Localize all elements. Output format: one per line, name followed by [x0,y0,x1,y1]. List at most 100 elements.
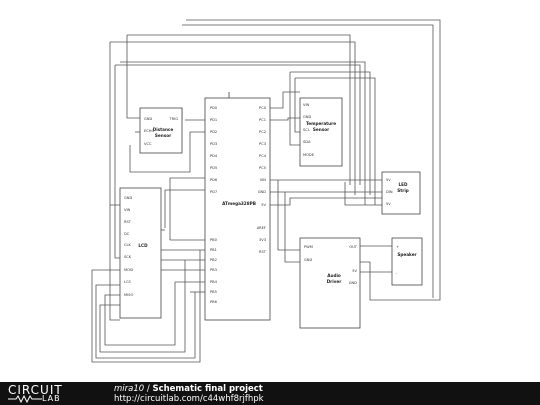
author-link[interactable]: mira10 [114,384,145,394]
circuitlab-logo[interactable]: CIRCUIT LAB [8,384,98,403]
mcu-pin-label: PD2 [210,130,217,134]
distance-pin-label: ECHO [144,129,154,133]
mcu-pin-label: VIN [260,178,267,182]
wire [169,177,205,240]
speaker-pin-label: - [396,271,398,275]
audio-driver-label-line2: Driver [327,279,343,284]
wire [289,72,300,146]
footer-bar: CIRCUIT LAB mira10 / Schematic final pro… [0,382,540,405]
lcd-pin-label: GND [124,196,132,200]
project-url[interactable]: http://circuitlab.com/c44whf8rjfhpk [114,394,264,404]
mcu-pin-label: AREF [257,226,266,230]
mcu-pin-label: PB1 [210,248,217,252]
logo-text-top: CIRCUIT [8,383,63,397]
wire [277,180,300,251]
distance-pin-label: VCC [144,142,152,146]
wire [182,24,434,298]
audio-pin-label: PWM [304,245,313,249]
temperature-label-line2: Sensor [313,127,330,132]
led-pin-label: 5V [386,178,391,182]
distance-pin-label: TRIG [168,117,178,121]
mcu-body[interactable] [204,97,271,321]
wire [295,77,376,205]
lcd-pin-label: DC [124,232,130,236]
mcu-pin-label: PC0 [259,106,267,110]
wire [109,205,120,321]
mcu-pin-label: 5V [261,203,266,207]
mcu-pin-label: PC3 [259,142,266,146]
speaker-label: Speaker [397,252,417,257]
temperature-pin-label: GND [303,115,311,119]
mcu-label: ATmega328PB [222,201,256,206]
lcd-body[interactable] [119,187,162,319]
mcu-pin-label: PC1 [259,118,266,122]
audio-pin-label: OUT [349,245,357,249]
lcd-pin-label: SCK [124,255,132,259]
temperature-pin-label: SDA [303,140,311,144]
wire [294,78,300,133]
temperature-sensor-body[interactable] [299,97,343,167]
wire [270,91,300,109]
mcu-pin-label: PB3 [210,268,217,272]
audio-driver-label-line1: Audio [327,273,341,278]
temperature-pin-label: MODE [303,153,315,157]
pin-labels: PD0PD1PD2PD3PD4PD5PD6PD7PB0PB1PB2PB3PB4P… [124,103,399,304]
wire [120,61,366,205]
mcu-pin-label: PD0 [210,106,218,110]
mcu-pin-label: PB0 [210,238,218,242]
lcd-pin-label: MISO [124,293,133,297]
speaker-body[interactable] [391,237,423,286]
schematic-canvas: PD0PD1PD2PD3PD4PD5PD6PD7PB0PB1PB2PB3PB4P… [91,19,441,363]
logo-text-bottom: LAB [42,394,61,403]
mcu-pin-label: GND [258,190,266,194]
mcu-pin-label: PC4 [259,154,267,158]
mcu-pin-label: PD6 [210,178,218,182]
project-title: Schematic final project [152,384,263,394]
lcd-pin-label: LCS [124,280,132,284]
wire [110,41,356,195]
audio-pin-label: 5V [352,269,357,273]
mcu-pin-label: PD7 [210,190,217,194]
led-pin-label: 5V [386,202,391,206]
wire [186,19,441,301]
distance-sensor-body[interactable] [139,107,183,154]
wire-layer [91,19,441,363]
wire [127,34,351,185]
separator: / [146,384,150,394]
mcu-pin-label: PD1 [210,118,217,122]
wire [270,197,382,206]
resistor-icon [8,395,42,403]
distance-label-line1: Distance [153,127,174,132]
mcu-pin-label: PC5 [259,166,266,170]
led-strip-body[interactable] [381,171,421,215]
project-info: mira10 / Schematic final project [114,384,263,394]
wire [115,64,361,185]
audio-pin-label: GND [304,258,312,262]
wire [164,189,205,228]
led-strip-label-line1: LED [398,182,408,187]
temperature-label-line1: Temperature [306,121,336,126]
wire [95,284,196,359]
mcu-pin-label: RST [259,250,267,254]
led-pin-label: DIN [386,190,393,194]
wire [284,192,300,263]
audio-pin-label: GND [349,281,357,285]
distance-label-line2: Sensor [155,133,172,138]
lcd-pin-label: RST [124,220,132,224]
mcu-pin-label: PB5 [210,290,217,294]
wire [290,71,371,195]
wire [129,131,205,173]
mcu-pin-label: PD4 [210,154,218,158]
mcu-pin-label: PD3 [210,142,217,146]
temperature-pin-label: VIN [303,103,310,107]
speaker-pin-label: + [396,245,399,249]
wire [99,260,186,353]
mcu-pin-label: PB4 [210,280,218,284]
temperature-pin-label: SCL [303,128,310,132]
wire [270,117,300,121]
wire [91,250,201,363]
mcu-pin-label: PC2 [259,130,266,134]
wire [344,182,382,206]
audio-driver-body[interactable] [299,237,361,329]
mcu-pin-label: PB2 [210,258,217,262]
